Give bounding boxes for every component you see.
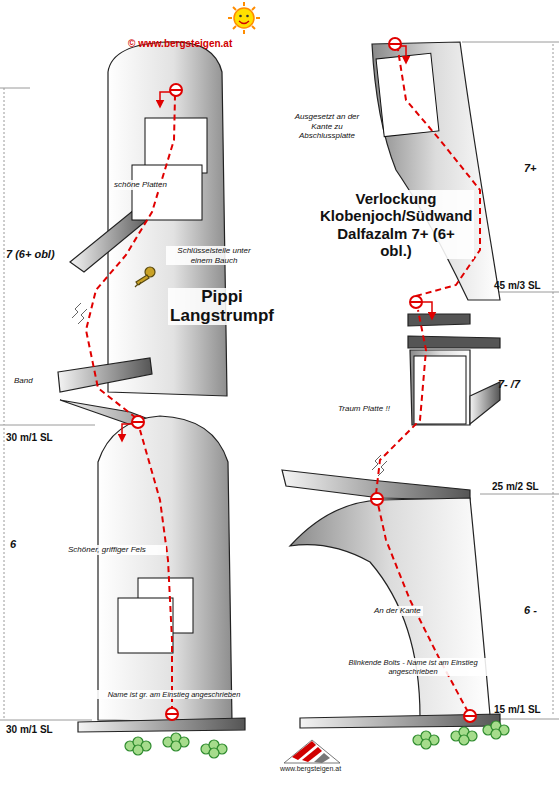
rock-formation — [282, 42, 500, 728]
key-icon — [135, 267, 155, 287]
topo-note: Blinkende Bolts - Name ist am Einstieg a… — [336, 658, 490, 676]
grade-label: 7- /7 — [498, 378, 520, 391]
bolt-symbol — [72, 303, 387, 476]
grade-label: 7 (6+ obl) — [6, 248, 55, 261]
sun-logo — [228, 2, 260, 34]
grade-label: 6 - — [524, 604, 537, 617]
grade-label: 6 — [10, 538, 16, 551]
grade-label: 7+ — [524, 162, 537, 175]
topo-note: Traum Platte !! — [336, 404, 392, 414]
rock-formation — [58, 42, 245, 732]
pitch-length: 25 m/2 SL — [492, 481, 539, 493]
watermark: www.bergsteigen.at — [280, 765, 341, 773]
margin-lines — [0, 42, 559, 720]
pitch-length: 30 m/1 SL — [6, 724, 53, 736]
slab — [118, 53, 466, 653]
brand-logo — [284, 740, 340, 763]
topo-note: Ausgesetzt an der Kante zu Abschlussplat… — [282, 112, 372, 141]
topo-note: An der Kante — [372, 606, 423, 616]
topo-note: Name ist gr. am Einstieg angeschrieben — [84, 690, 264, 699]
pitch-length: 15 m/1 SL — [494, 704, 541, 716]
pitch-length: 30 m/1 SL — [6, 432, 53, 444]
topo-note: Band — [14, 376, 33, 386]
topo-note: Schlüsselstelle unter einem Bauch — [166, 246, 262, 265]
pitch-length: 45 m/3 SL — [494, 280, 541, 292]
watermark: © www.bergsteigen.at — [128, 38, 232, 50]
topo-note: schöne Platten — [112, 180, 169, 190]
route-title: Verlockung Klobenjoch/Südwand Dalfazalm … — [318, 190, 474, 259]
topo-note: Schöner, griffiger Fels — [66, 545, 166, 555]
route-line — [86, 50, 480, 712]
route-title: Pippi Langstrumpf — [168, 288, 276, 325]
belay-station — [132, 38, 476, 722]
